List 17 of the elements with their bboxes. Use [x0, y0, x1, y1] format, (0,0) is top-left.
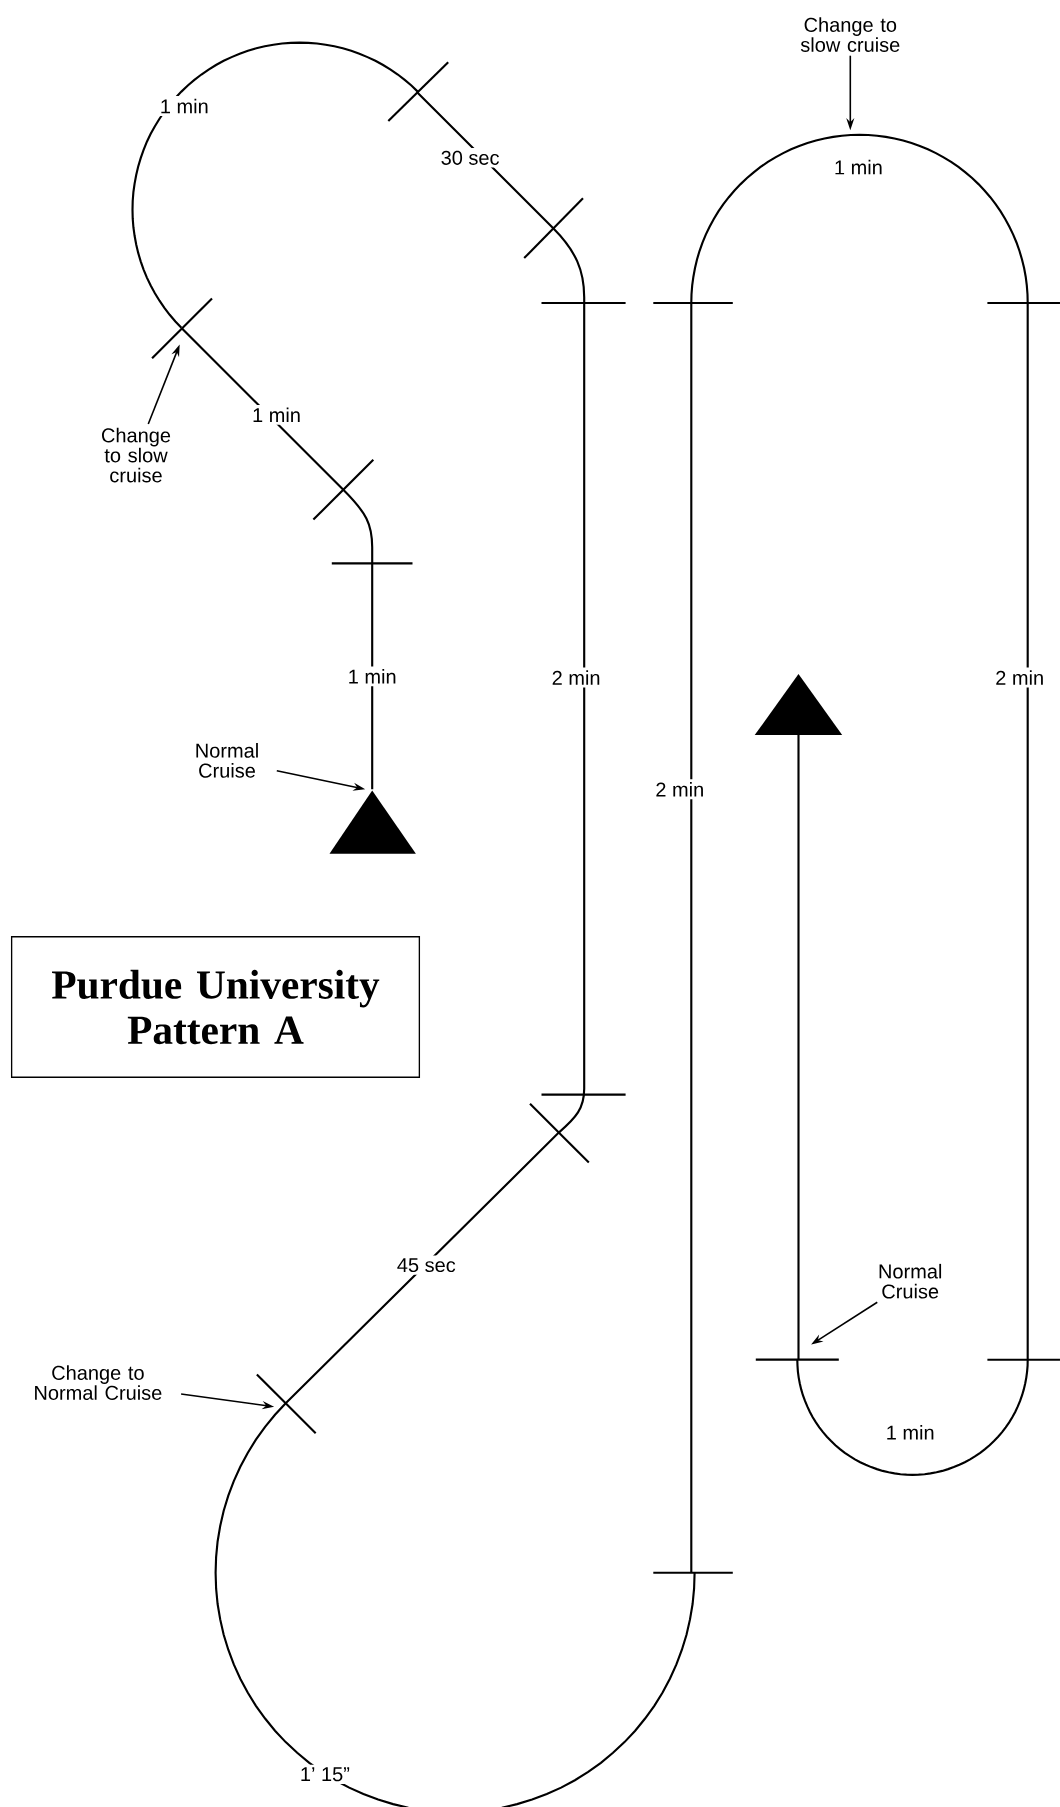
duration-label: 2 min: [549, 667, 604, 688]
duration-label: 2 min: [652, 779, 707, 800]
duration-label: 1 min: [883, 1422, 938, 1443]
callout-text: Normal Cruise: [879, 1263, 942, 1299]
callout-text: Change to slow cruise: [102, 427, 171, 483]
duration-label: 1 min: [345, 666, 400, 687]
duration-label: 1’ 15”: [297, 1764, 353, 1784]
duration-label: 45 sec: [394, 1255, 459, 1275]
callout-text: Change to Normal Cruise: [35, 1365, 162, 1400]
callout-text: Normal Cruise: [196, 743, 258, 778]
duration-label: 1 min: [249, 404, 304, 425]
callout-text: Change to slow cruise: [800, 17, 900, 52]
title-box: Purdue University Pattern A: [10, 936, 421, 1078]
duration-label: 1 min: [157, 96, 212, 116]
duration-label: 1 min: [831, 157, 886, 178]
duration-label: 2 min: [992, 667, 1047, 688]
duration-label: 30 sec: [437, 148, 503, 168]
